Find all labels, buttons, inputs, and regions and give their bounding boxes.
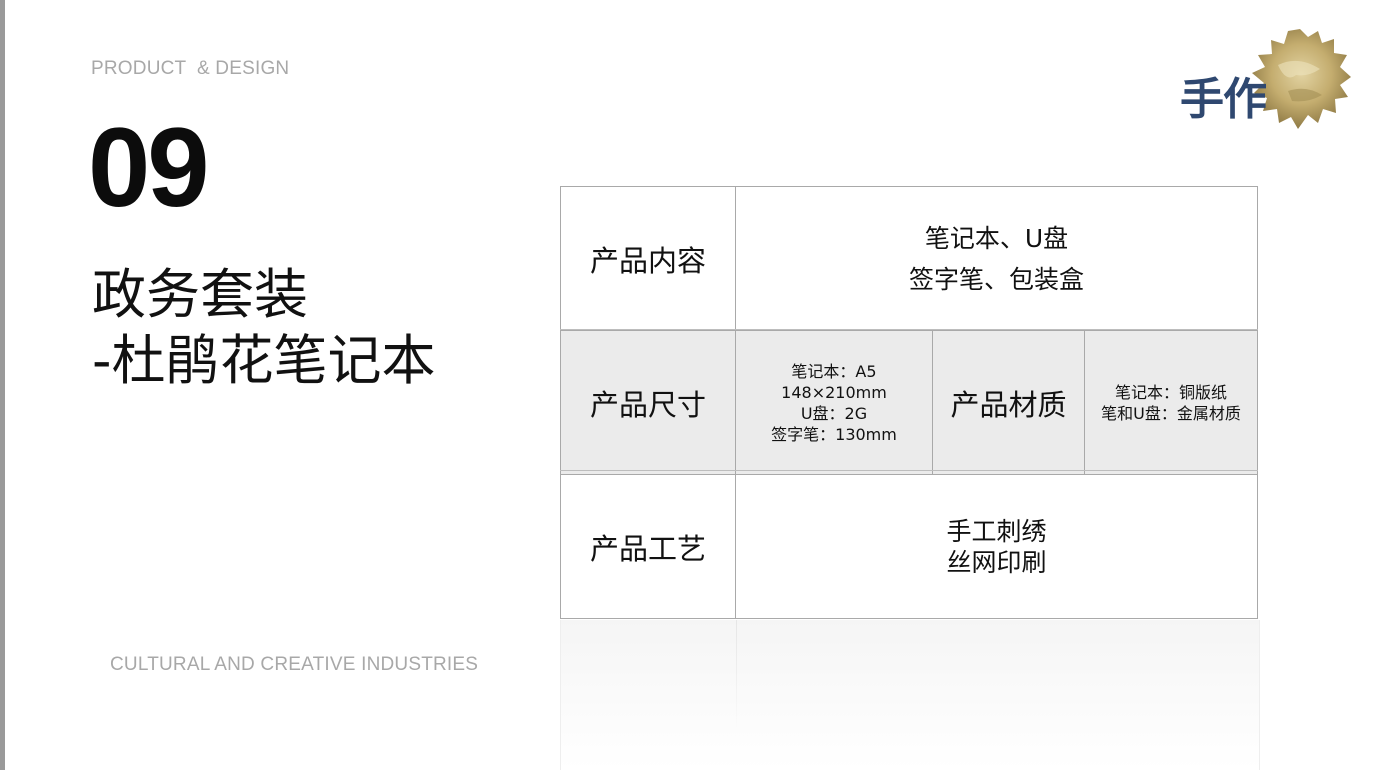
logo-text: 手作 [1180, 74, 1267, 125]
material-value: 笔记本：铜版纸 笔和U盘：金属材质 [1101, 382, 1241, 424]
material-line-1: 笔记本：铜版纸 [1114, 382, 1227, 402]
table-reflection [560, 620, 1260, 770]
size-line-3: U盘：2G [800, 403, 868, 423]
size-line-4: 签字笔：130mm [771, 424, 897, 444]
craft-value-cell: 手工刺绣 丝网印刷 [735, 474, 1258, 619]
row-divider [560, 329, 1258, 330]
size-line-2: 148×210mm [781, 382, 887, 402]
title-line-2: -杜鹃花笔记本 [92, 329, 436, 392]
reflection-line [736, 620, 737, 730]
material-label-cell: 产品材质 [932, 330, 1085, 475]
content-value-cell: 笔记本、U盘 签字笔、包装盒 [735, 186, 1258, 331]
craft-label-cell: 产品工艺 [560, 474, 736, 619]
craft-label: 产品工艺 [589, 531, 706, 566]
content-line-2: 签字笔、包装盒 [908, 264, 1084, 294]
tagline-top: PRODUCT & DESIGN [91, 58, 290, 79]
material-label: 产品材质 [950, 387, 1067, 422]
title-line-1: 政务套装 [92, 263, 308, 326]
size-label-cell: 产品尺寸 [560, 330, 736, 475]
left-edge-rule [0, 0, 5, 770]
page-title: 政务套装 -杜鹃花笔记本 [92, 262, 436, 394]
brand-logo: 手作 [1178, 25, 1353, 135]
craft-value: 手工刺绣 丝网印刷 [946, 516, 1046, 578]
size-label: 产品尺寸 [589, 387, 706, 422]
tagline-bottom: CULTURAL AND CREATIVE INDUSTRIES [110, 654, 479, 675]
content-line-1: 笔记本、U盘 [924, 223, 1069, 253]
content-label: 产品内容 [589, 243, 706, 278]
spec-table: 产品内容 笔记本、U盘 签字笔、包装盒 产品尺寸 笔记本：A5 148×210m… [560, 186, 1258, 619]
material-line-2: 笔和U盘：金属材质 [1101, 403, 1241, 423]
row-divider [560, 470, 1258, 471]
size-line-1: 笔记本：A5 [791, 361, 877, 381]
craft-line-1: 手工刺绣 [946, 516, 1047, 546]
craft-line-2: 丝网印刷 [946, 547, 1047, 577]
size-value: 笔记本：A5 148×210mm U盘：2G 签字笔：130mm [771, 361, 897, 445]
gold-splash-icon [1252, 29, 1351, 129]
size-value-cell: 笔记本：A5 148×210mm U盘：2G 签字笔：130mm [735, 330, 933, 475]
content-value: 笔记本、U盘 签字笔、包装盒 [909, 218, 1084, 300]
content-label-cell: 产品内容 [560, 186, 736, 331]
material-value-cell: 笔记本：铜版纸 笔和U盘：金属材质 [1084, 330, 1258, 475]
section-number: 09 [88, 105, 210, 230]
